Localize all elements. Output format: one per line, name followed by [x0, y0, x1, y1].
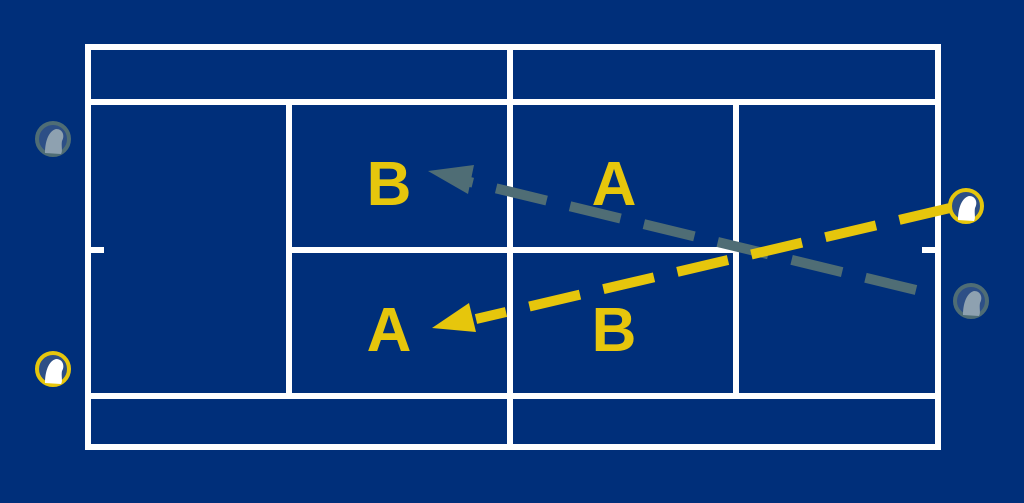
active-shot-path [474, 203, 952, 324]
player-icon-faded-left [35, 121, 71, 157]
faded-shot [428, 165, 918, 295]
player-icon-faded-right [953, 283, 989, 319]
zone-label-bottom-right: B [592, 296, 637, 365]
active-shot-arrowhead [432, 303, 476, 332]
active-shot [432, 203, 952, 332]
player-icon-active-right [948, 188, 984, 224]
player-icon-active-left [35, 351, 71, 387]
court-lines [85, 44, 941, 450]
zone-label-bottom-left: A [367, 296, 412, 365]
faded-shot-arrowhead [428, 165, 474, 194]
zone-label-top-left: B [367, 150, 412, 219]
zone-labels: B A A B [367, 150, 637, 365]
faded-shot-path [468, 177, 918, 295]
zone-label-top-right: A [592, 150, 637, 219]
